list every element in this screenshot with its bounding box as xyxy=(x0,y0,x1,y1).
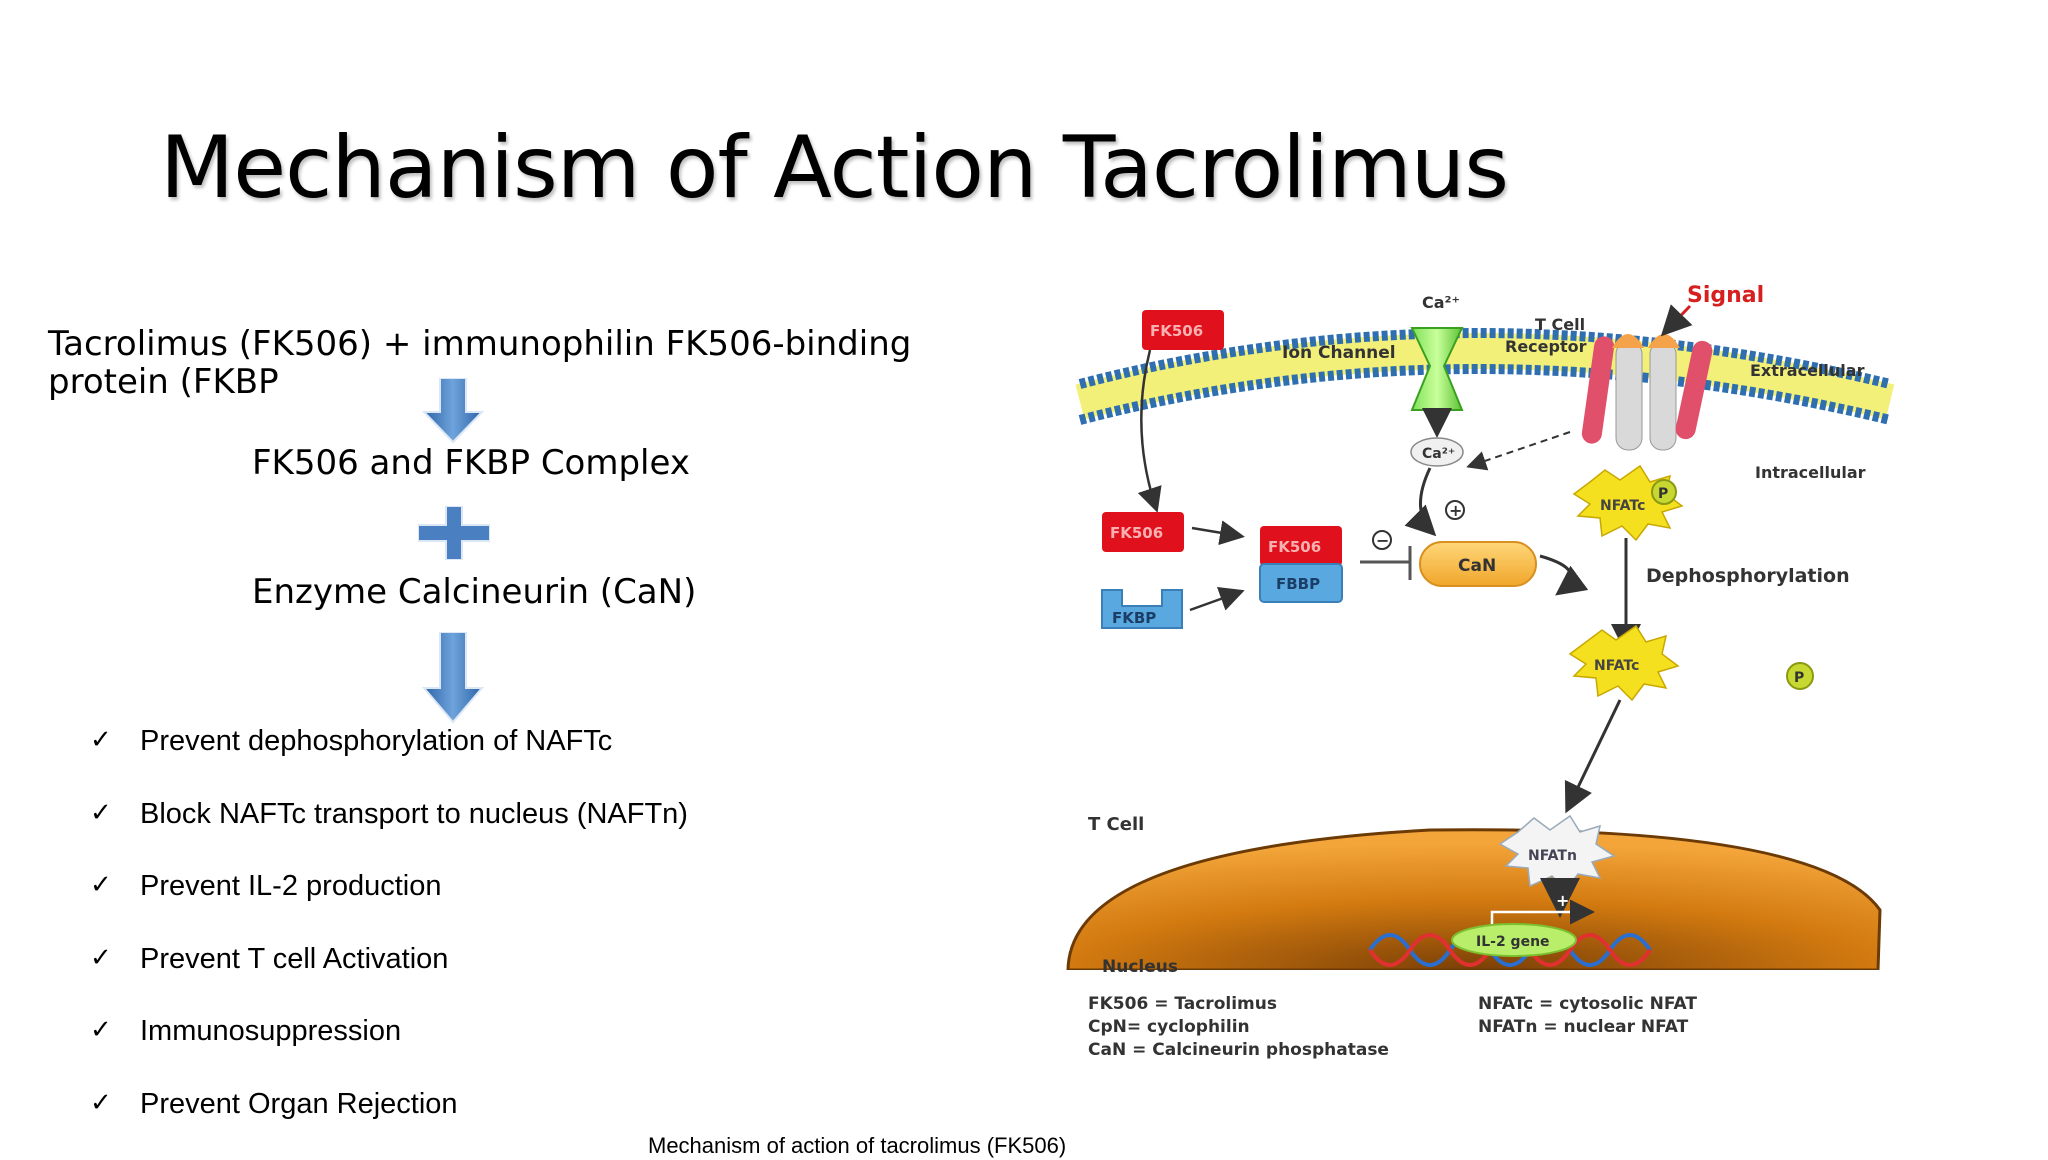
can-label: CaN xyxy=(1458,556,1496,576)
ion-channel-icon xyxy=(1412,328,1462,432)
nfatc-label: NFATc xyxy=(1594,658,1639,674)
list-item: ✓Block NAFTc transport to nucleus (NAFTn… xyxy=(90,798,688,871)
plus-label: + xyxy=(1449,501,1462,520)
fbbp-label: FBBP xyxy=(1276,575,1320,593)
check-icon: ✓ xyxy=(90,943,140,973)
il2-gene-label: IL-2 gene xyxy=(1476,934,1550,950)
fk506-label: FK506 xyxy=(1110,524,1163,542)
down-arrow-icon xyxy=(420,378,486,444)
fkbp-label: FKBP xyxy=(1112,609,1156,627)
check-icon: ✓ xyxy=(90,870,140,900)
effects-list: ✓Prevent dephosphorylation of NAFTc ✓Blo… xyxy=(90,725,688,1160)
check-icon: ✓ xyxy=(90,1015,140,1045)
down-arrow-icon xyxy=(420,632,486,724)
list-item: ✓Immunosuppression xyxy=(90,1015,688,1088)
mechanism-diagram: Ca²⁺ Ion Channel T Cell Receptor Signal … xyxy=(1030,270,1910,1010)
tcell-label: T Cell xyxy=(1088,814,1144,835)
nfatn-label: NFATn xyxy=(1528,848,1577,864)
list-item: ✓Prevent Organ Rejection xyxy=(90,1088,688,1160)
plus-icon xyxy=(418,506,490,560)
check-icon: ✓ xyxy=(90,725,140,755)
legend-left: FK506 = Tacrolimus CpN= cyclophilin CaN … xyxy=(1088,993,1389,1062)
intracellular-label: Intracellular xyxy=(1755,463,1866,482)
check-icon: ✓ xyxy=(90,798,140,828)
intro-text: Tacrolimus (FK506) + immunophilin FK506-… xyxy=(48,325,978,401)
dephosphorylation-label: Dephosphorylation xyxy=(1646,565,1850,587)
minus-label: − xyxy=(1376,531,1389,550)
tcell-receptor-label: Receptor xyxy=(1505,337,1587,356)
legend-right: NFATc = cytosolic NFAT NFATn = nuclear N… xyxy=(1478,993,1697,1039)
plus-small-label: + xyxy=(1556,891,1569,910)
list-item: ✓Prevent T cell Activation xyxy=(90,943,688,1016)
inhibition-icon xyxy=(1360,546,1410,580)
page-title: Mechanism of Action Tacrolimus xyxy=(160,118,1508,218)
enzyme-step: Enzyme Calcineurin (CaN) xyxy=(252,572,696,612)
list-item: ✓Prevent IL-2 production xyxy=(90,870,688,943)
complex-step: FK506 and FKBP Complex xyxy=(252,443,690,483)
check-icon: ✓ xyxy=(90,1088,140,1118)
nucleus-label: Nucleus xyxy=(1102,957,1178,977)
ion-channel-label: Ion Channel xyxy=(1282,343,1396,363)
ca-top-label: Ca²⁺ xyxy=(1422,293,1460,312)
signal-label: Signal xyxy=(1687,283,1764,308)
tcell-receptor-label: T Cell xyxy=(1535,315,1585,334)
figure-caption: Mechanism of action of tacrolimus (FK506… xyxy=(648,1133,1066,1159)
p-label: P xyxy=(1794,670,1804,686)
extracellular-label: Extracellular xyxy=(1750,361,1865,380)
nfatc-label: NFATc xyxy=(1600,498,1645,514)
p-label: P xyxy=(1658,486,1668,502)
list-item: ✓Prevent dephosphorylation of NAFTc xyxy=(90,725,688,798)
fk506-label: FK506 xyxy=(1150,322,1203,340)
ca-inner-label: Ca²⁺ xyxy=(1422,446,1455,462)
fk506-label: FK506 xyxy=(1268,538,1321,556)
